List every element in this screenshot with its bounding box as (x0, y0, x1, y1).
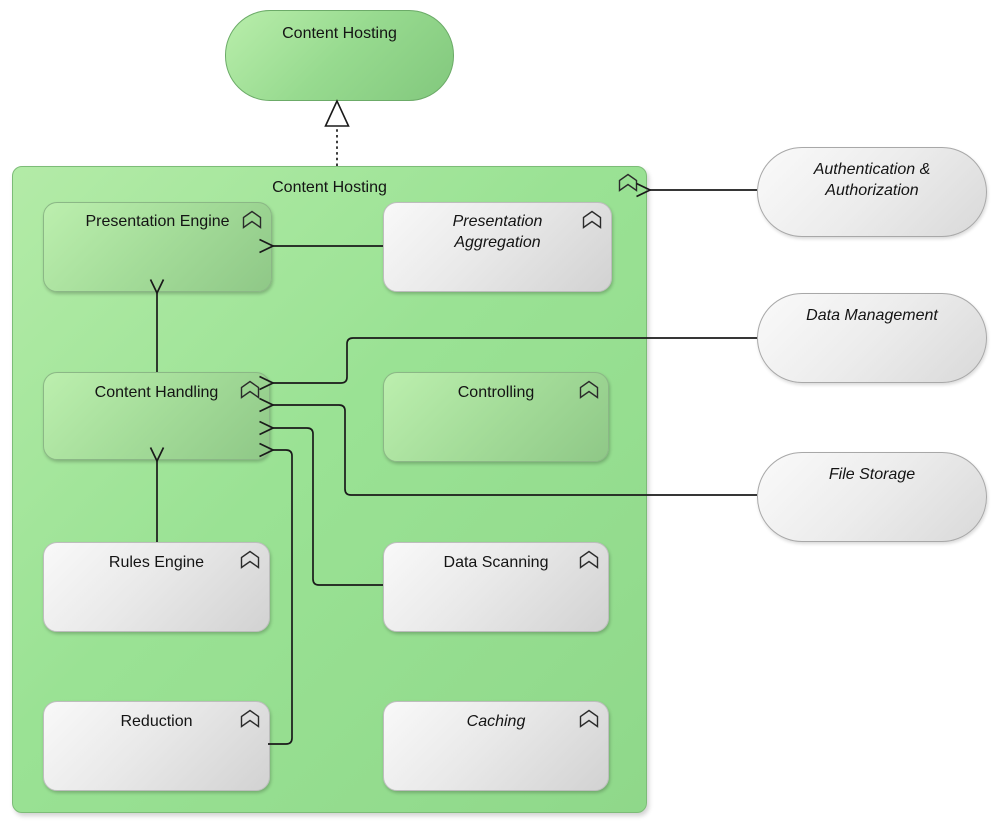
node-label: Rules Engine (108, 554, 205, 571)
function-icon (578, 550, 600, 575)
node-label: Authentication & Authorization (813, 161, 931, 199)
function-icon (617, 173, 639, 198)
function-icon (239, 550, 261, 575)
function-icon (239, 380, 261, 405)
container-label: Content Hosting (272, 179, 387, 196)
function-icon (581, 210, 603, 235)
node-controlling[interactable]: Controlling (383, 372, 609, 462)
function-icon (239, 709, 261, 734)
node-label: Data Scanning (443, 554, 549, 571)
node-label: Presentation Engine (85, 213, 230, 230)
node-label: File Storage (828, 466, 916, 483)
node-label: Controlling (457, 384, 535, 401)
node-data-management[interactable]: Data Management (757, 293, 987, 383)
node-content-hosting-service[interactable]: Content Hosting (225, 10, 454, 101)
node-reduction[interactable]: Reduction (43, 701, 270, 791)
function-icon (578, 380, 600, 405)
function-icon (241, 210, 263, 235)
node-label: Caching (466, 713, 526, 730)
node-caching[interactable]: Caching (383, 701, 609, 791)
node-rules-engine[interactable]: Rules Engine (43, 542, 270, 632)
node-label: Content Handling (94, 384, 219, 401)
node-authentication-authorization[interactable]: Authentication & Authorization (757, 147, 987, 237)
node-content-handling[interactable]: Content Handling (43, 372, 270, 460)
node-presentation-engine[interactable]: Presentation Engine (43, 202, 272, 292)
realization-triangle-icon (324, 99, 350, 127)
node-label: Presentation Aggregation (452, 213, 543, 251)
node-presentation-aggregation[interactable]: Presentation Aggregation (383, 202, 612, 292)
function-icon (578, 709, 600, 734)
node-label: Data Management (806, 307, 938, 324)
node-file-storage[interactable]: File Storage (757, 452, 987, 542)
node-label: Content Hosting (282, 25, 397, 42)
node-data-scanning[interactable]: Data Scanning (383, 542, 609, 632)
node-label: Reduction (120, 713, 193, 730)
